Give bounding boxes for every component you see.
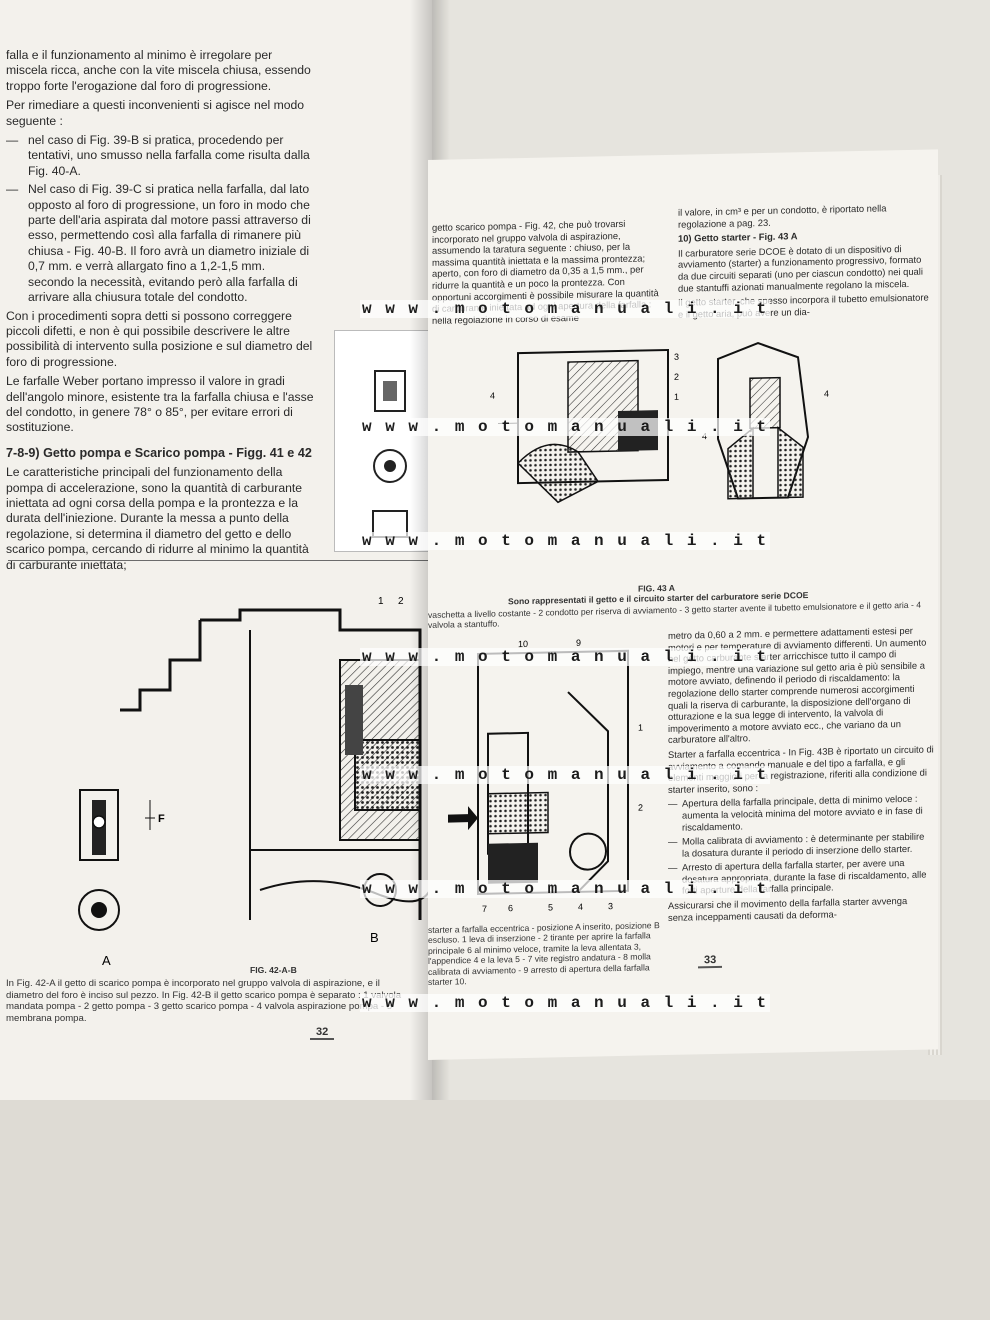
fig43b-num-2: 2 bbox=[638, 802, 643, 812]
watermark-4: w w w . m o t o m a n u a l i . i t bbox=[360, 648, 771, 666]
fig43a-num-4-mid: 4 bbox=[702, 431, 707, 441]
left-page: falla e il funzionamento al minimo è irr… bbox=[0, 0, 432, 1100]
right-page: getto scarico pompa - Fig. 42, che può t… bbox=[428, 149, 938, 1060]
fig42-caption: In Fig. 42-A il getto di scarico pompa è… bbox=[6, 978, 402, 1024]
open-manual: falla e il funzionamento al minimo è irr… bbox=[0, 0, 990, 1110]
fig42-label: FIG. 42-A-B bbox=[250, 965, 297, 975]
left-page-number: 32 bbox=[310, 1026, 335, 1040]
fig43b-num-7: 7 bbox=[482, 904, 487, 914]
fig42-letter-f: F bbox=[158, 813, 165, 825]
carburetor-section-drawing: 1 2 F A B bbox=[78, 596, 431, 968]
left-divider bbox=[8, 560, 428, 561]
fig42-number-2: 2 bbox=[398, 596, 404, 607]
fig43b-num-4: 4 bbox=[578, 902, 583, 912]
fig42-letter-a: A bbox=[102, 953, 111, 968]
fig43b-num-1: 1 bbox=[638, 722, 643, 732]
figure-42: 1 2 F A B bbox=[20, 590, 431, 970]
watermark-3: w w w . m o t o m a n u a l i . i t bbox=[360, 532, 771, 550]
left-para-1: falla e il funzionamento al minimo è irr… bbox=[6, 48, 311, 93]
left-text-top: falla e il funzionamento al minimo è irr… bbox=[6, 48, 314, 577]
fig43a-num-1: 1 bbox=[674, 392, 679, 402]
fig43b-num-10: 10 bbox=[518, 639, 528, 649]
watermark-7: w w w . m o t o m a n u a l i . i t bbox=[360, 994, 771, 1012]
fig42-letter-b: B bbox=[370, 930, 379, 945]
watermark-5: w w w . m o t o m a n u a l i . i t bbox=[360, 766, 771, 784]
fig43b-num-6: 6 bbox=[508, 903, 513, 913]
left-para-2: Per rimediare a questi inconvenienti si … bbox=[6, 98, 305, 128]
fig43b-num-3: 3 bbox=[608, 901, 613, 911]
fig42-number-1: 1 bbox=[378, 596, 384, 607]
right-col-c-bullet-2: Molla calibrata di avviamento : è determ… bbox=[682, 830, 934, 859]
fig43b-num-9: 9 bbox=[576, 638, 581, 648]
left-bullet-2: Nel caso di Fig. 39-C si pratica nella f… bbox=[6, 182, 314, 305]
figure-43b: 10 9 1 2 7 6 5 4 3 bbox=[438, 630, 658, 925]
fig43a-num-4-left: 4 bbox=[490, 391, 495, 401]
right-col-b-text-1: il valore, in cm³ e per un condotto, è r… bbox=[678, 202, 887, 230]
left-para-4: Le farfalle Weber portano impresso il va… bbox=[6, 374, 314, 435]
left-para-5: Le caratteristiche principali del funzio… bbox=[6, 465, 309, 572]
right-col-c-bullet-1: Apertura della farfalla principale, dett… bbox=[682, 793, 934, 833]
right-col-b-text-2: Il carburatore serie DCOE è dotato di un… bbox=[678, 242, 923, 294]
fig43b-caption: starter a farfalla eccentrica - posizion… bbox=[428, 920, 660, 988]
table-surface bbox=[0, 1100, 990, 1320]
fig43b-num-5: 5 bbox=[548, 902, 553, 912]
left-para-3: Con i procedimenti sopra detti si posson… bbox=[6, 308, 313, 369]
left-bullet-list: nel caso di Fig. 39-B si pratica, proced… bbox=[6, 133, 314, 305]
right-col-c-text-2: Assicurarsi che il movimento della farfa… bbox=[668, 895, 908, 923]
watermark-2: w w w . m o t o m a n u a l i . i t bbox=[360, 418, 771, 436]
fig43a-num-2: 2 bbox=[674, 372, 679, 382]
right-page-number: 33 bbox=[698, 953, 723, 969]
left-bullet-1: nel caso di Fig. 39-B si pratica, proced… bbox=[6, 133, 314, 179]
eccentric-starter-drawing: 10 9 1 2 7 6 5 4 3 bbox=[448, 638, 643, 914]
section-heading: 7-8-9) Getto pompa e Scarico pompa - Fig… bbox=[6, 445, 312, 460]
fig43a-num-3: 3 bbox=[674, 352, 679, 362]
fig43a-num-4-right: 4 bbox=[824, 389, 829, 399]
watermark-1: w w w . m o t o m a n u a l i . i t bbox=[360, 300, 771, 318]
watermark-6: w w w . m o t o m a n u a l i . i t bbox=[360, 880, 771, 898]
right-col-c-text-1: metro da 0,60 a 2 mm. e permettere adatt… bbox=[668, 624, 927, 746]
